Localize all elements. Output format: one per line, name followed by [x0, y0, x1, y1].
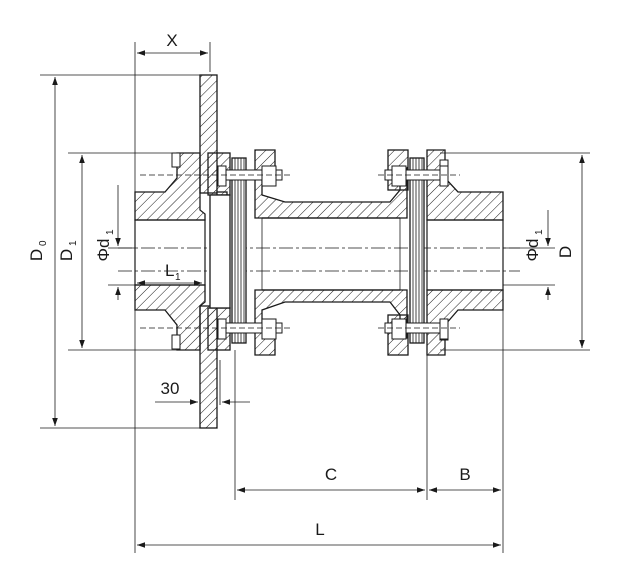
- dim-label-phi-d1-right-main: Φd: [523, 238, 542, 261]
- dim-label-phi-d1-right-sub: 1: [534, 229, 545, 235]
- dim-label-phi-d1-left-sub: 1: [105, 229, 116, 235]
- dim-label-L1: L 1: [165, 261, 181, 283]
- dim-label-L1-sub: 1: [175, 272, 181, 283]
- dim-label-X: X: [166, 31, 177, 50]
- dim-label-D: D: [556, 246, 575, 258]
- dim-label-D1: D 1: [57, 240, 79, 261]
- dim-label-D0: D 0: [27, 240, 49, 261]
- dim-label-C: C: [325, 465, 337, 484]
- dim-label-phi-d1-left: Φd 1: [94, 229, 116, 262]
- dim-label-D-main: D: [556, 246, 575, 258]
- dim-label-D0-sub: 0: [38, 240, 49, 246]
- dim-label-D1-main: D: [57, 249, 76, 261]
- dim-label-D1-sub: 1: [68, 240, 79, 246]
- dim-label-phi-d1-left-main: Φd: [94, 238, 113, 261]
- dim-label-30: 30: [161, 379, 180, 398]
- left-hub: [134, 152, 206, 351]
- dim-label-L1-main: L: [165, 261, 174, 280]
- dimension-lines: [52, 50, 585, 548]
- dim-label-phi-d1-right: Φd 1: [523, 229, 545, 262]
- left-disc-pack: [231, 157, 247, 344]
- dim-label-L: L: [315, 520, 324, 539]
- right-disc-pack: [409, 157, 425, 344]
- bolts: [140, 165, 460, 340]
- center-lines: [118, 247, 520, 272]
- dim-label-D0-main: D: [27, 249, 46, 261]
- dim-label-B: B: [459, 465, 470, 484]
